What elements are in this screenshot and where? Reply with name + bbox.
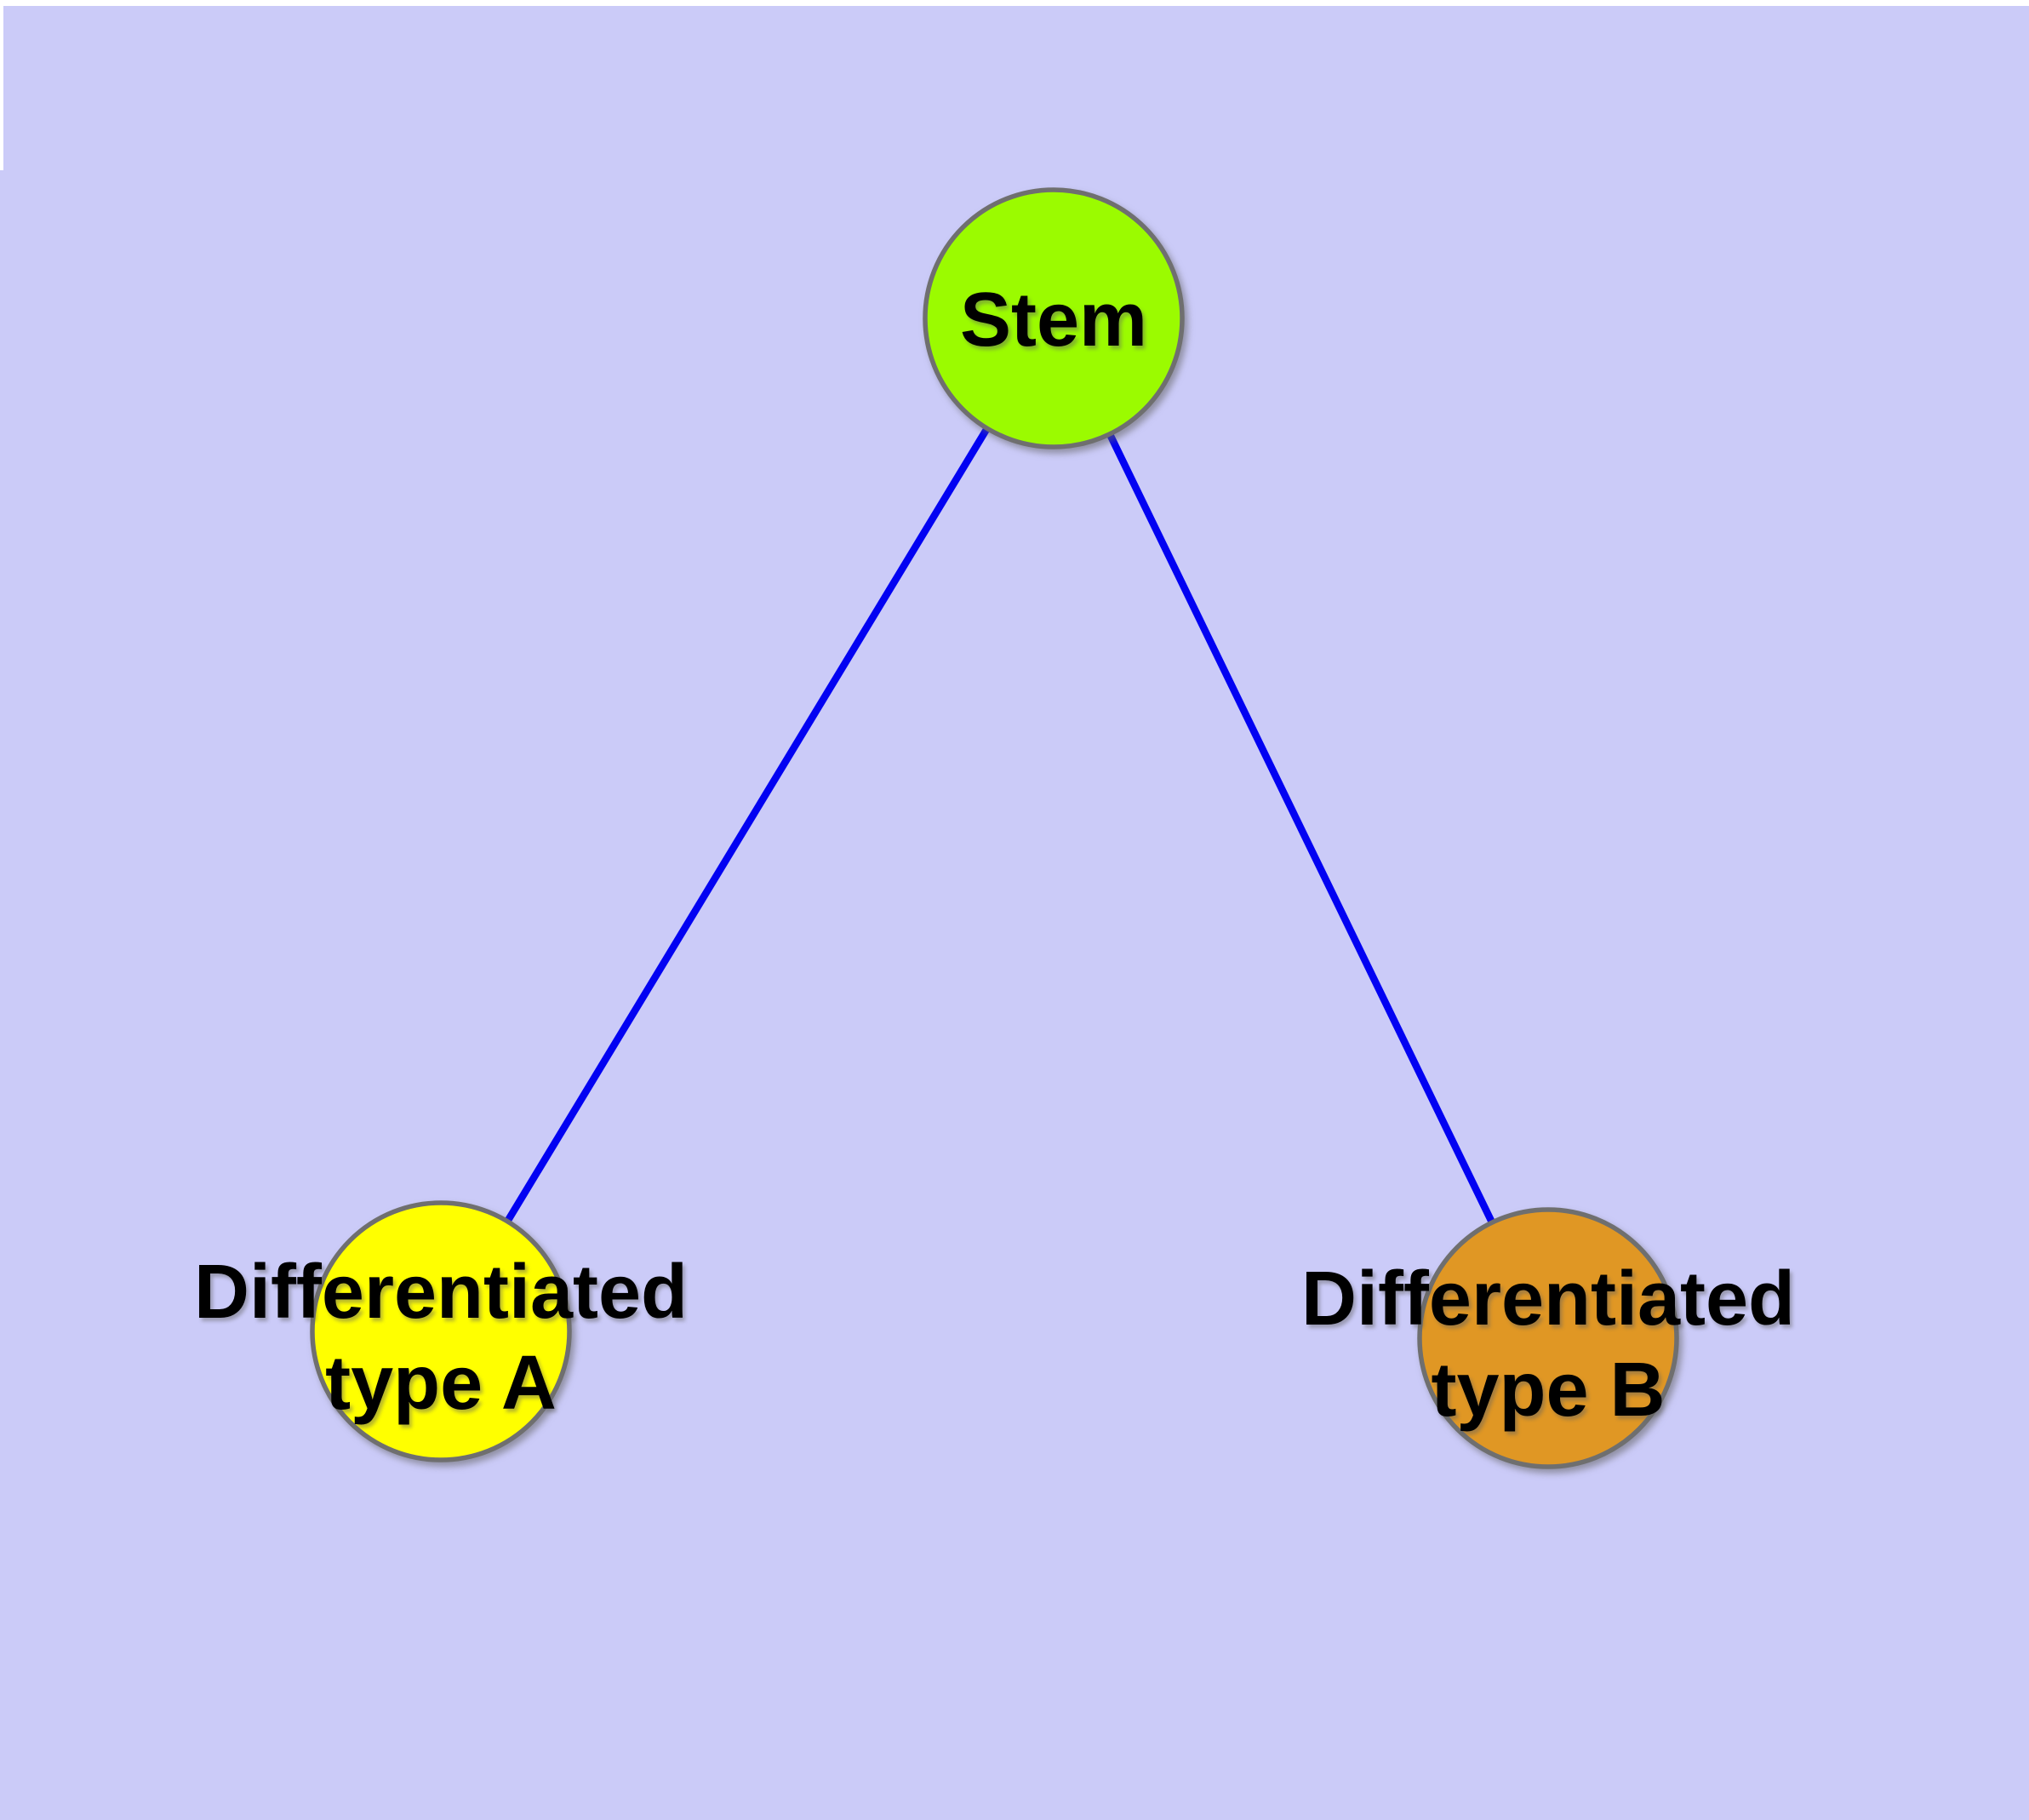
node-stem-label: Stem	[960, 278, 1147, 363]
node-type-a-circle	[310, 1200, 572, 1462]
edge-group	[437, 316, 1552, 1340]
node-type-a-label-line1: Differentiated	[194, 1250, 688, 1335]
node-type-b: Differentiated type B	[1301, 1207, 1795, 1469]
node-type-b-label-line2: type B	[1431, 1348, 1665, 1433]
node-type-b-circle	[1417, 1207, 1679, 1469]
node-stem: Stem	[923, 187, 1185, 449]
node-stem-circle	[923, 187, 1185, 449]
edge-stem-to-type-a	[437, 316, 1057, 1334]
node-type-b-label-line1: Differentiated	[1301, 1256, 1795, 1342]
edge-stem-to-type-b	[1050, 317, 1552, 1340]
node-type-a: Differentiated type A	[194, 1200, 688, 1462]
node-type-a-label-line2: type A	[325, 1341, 557, 1426]
